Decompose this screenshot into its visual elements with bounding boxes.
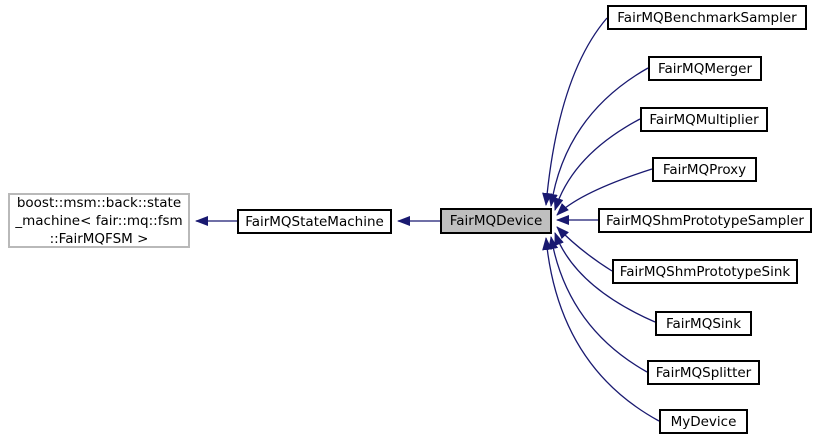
node-fairmq-state-machine[interactable]: FairMQStateMachine (237, 209, 392, 234)
edge-sink-to-device (554, 232, 656, 323)
edge-proxy-to-device (556, 168, 653, 216)
node-fairmq-multiplier[interactable]: FairMQMultiplier (640, 107, 768, 132)
node-fairmq-device[interactable]: FairMQDevice (440, 208, 552, 234)
node-fairmq-proxy[interactable]: FairMQProxy (652, 157, 757, 182)
edge-multiplier-to-device (553, 118, 641, 211)
edge-splitter-to-device (548, 236, 648, 373)
node-boost-msm-state-machine: boost::msm::back::state _machine< fair::… (8, 193, 190, 248)
edge-benchmarksampler-to-device (542, 17, 608, 206)
node-fairmq-sink[interactable]: FairMQSink (655, 311, 752, 336)
node-fairmq-merger[interactable]: FairMQMerger (648, 56, 762, 81)
node-fairmq-shm-prototype-sink[interactable]: FairMQShmPrototypeSink (612, 259, 798, 284)
edge-shmprototypesink-to-device (556, 226, 613, 272)
node-my-device[interactable]: MyDevice (659, 409, 748, 434)
edge-mydevice-to-device (542, 237, 660, 422)
node-fairmq-benchmark-sampler[interactable]: FairMQBenchmarkSampler (607, 5, 807, 30)
edge-merger-to-device (547, 67, 649, 207)
node-fairmq-splitter[interactable]: FairMQSplitter (647, 360, 760, 385)
node-fairmq-shm-prototype-sampler[interactable]: FairMQShmPrototypeSampler (598, 208, 812, 233)
